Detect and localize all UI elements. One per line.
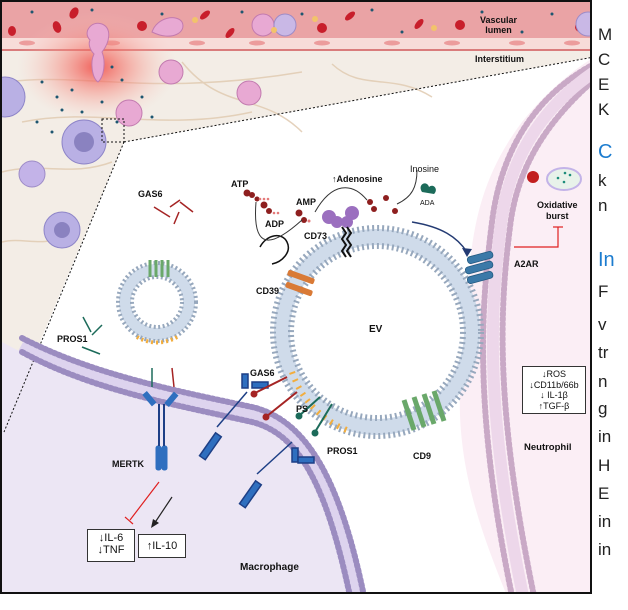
oxidative-burst-label: Oxidative burst — [537, 200, 578, 222]
a2ar-label: A2AR — [514, 259, 539, 269]
effect-cd11b: ↓CD11b/66b — [529, 379, 579, 390]
effect-il6: ↓IL-6 — [98, 532, 124, 544]
side-heading: In — [598, 249, 615, 271]
side-line: F — [598, 282, 609, 301]
effect-tnf: ↓TNF — [97, 544, 125, 556]
neutrophil-effects-box: ↓ROS ↓CD11b/66b ↓ IL-1β ↑TGF-β — [522, 366, 586, 414]
cd73-protein — [322, 206, 359, 258]
side-line: in — [598, 540, 612, 559]
mertk-label: MERTK — [112, 459, 144, 469]
pros1-molecules — [81, 316, 103, 355]
side-line: n — [598, 372, 608, 391]
side-line: g — [598, 399, 608, 418]
side-line: in — [598, 512, 612, 531]
side-line: H — [598, 456, 611, 475]
adp-label: ADP — [265, 219, 285, 229]
cd73-label: CD73 — [304, 231, 328, 241]
oxidative-burst-icon — [527, 167, 582, 191]
effect-il1b: ↓ IL-1β — [540, 390, 568, 400]
nucleotides — [243, 189, 398, 223]
side-heading: C — [598, 141, 613, 163]
phosphates — [258, 197, 311, 223]
side-text-column: M C E K C k n In F v tr n g in H E in in — [598, 0, 628, 610]
mertk-receptor — [142, 391, 179, 471]
neutrophil-label: Neutrophil — [524, 442, 572, 453]
vascular-lumen-label: Vascular lumen — [480, 15, 517, 35]
effect-tgfb: ↑TGF-β — [538, 400, 570, 411]
effect-il10: ↑IL-10 — [146, 540, 178, 552]
adenosine-to-a2ar-arrow — [411, 221, 468, 253]
side-line: C — [598, 50, 611, 69]
ev-gas6 — [250, 376, 298, 421]
oxidative-burst-line2: burst — [546, 211, 569, 221]
pros1-label-left: PROS1 — [57, 334, 88, 344]
macrophage-inhibited-box: ↓IL-6 ↓TNF — [87, 529, 135, 562]
effect-ros: ↓ROS — [541, 369, 566, 379]
side-line: tr — [598, 343, 609, 362]
extracellular-vesicle-small — [116, 260, 198, 345]
lumen-neutrophils — [151, 13, 275, 37]
ada-label: ADA — [420, 200, 435, 207]
side-line: k — [598, 171, 607, 190]
interstitial-macrophages — [2, 76, 107, 249]
graphical-abstract-figure: Vascular lumen Interstitium GAS6 ATP ADP… — [0, 0, 592, 594]
macrophage-membrane — [18, 335, 367, 592]
cd39-label: CD39 — [256, 286, 280, 296]
gas6-label-top: GAS6 — [138, 189, 163, 199]
ev-label: EV — [369, 324, 383, 335]
conversion-arrows — [254, 169, 418, 241]
pros1-label-ev: PROS1 — [327, 446, 358, 456]
inosine-label: Inosine — [410, 164, 440, 174]
cd9-protein — [401, 390, 447, 431]
extracellular-vesicle-large — [270, 225, 484, 439]
ev-pros1 — [295, 396, 333, 437]
cd39-protein — [259, 235, 315, 297]
amp-label: AMP — [296, 197, 316, 207]
mertk-inhibition-line — [129, 481, 160, 521]
side-line: E — [598, 484, 610, 503]
ps-label: PS — [296, 404, 309, 414]
atp-label: ATP — [231, 179, 249, 189]
ada-enzyme — [420, 183, 436, 194]
extracellular-vesicle-dots — [30, 8, 554, 134]
macrophage-label: Macrophage — [240, 562, 299, 573]
vascular-lumen-label-line2: lumen — [485, 25, 512, 35]
macrophage-induced-box: ↑IL-10 — [138, 534, 186, 558]
side-line: K — [598, 100, 610, 119]
gas6-molecules — [153, 199, 194, 225]
neutrophil-membrane — [480, 62, 590, 592]
side-line: v — [598, 315, 607, 334]
mertk-activation-arrow — [153, 496, 173, 525]
a2ar-receptor — [464, 251, 494, 284]
vascular-lumen-label-line1: Vascular — [480, 15, 518, 25]
figure-artwork — [2, 2, 590, 592]
a2ar-inhibition-line — [514, 227, 559, 248]
adenosine-label: ↑Adenosine — [332, 174, 383, 184]
cd9-label: CD9 — [413, 451, 432, 461]
side-line: n — [598, 196, 608, 215]
zoom-region-box — [101, 118, 125, 143]
extravasating-neutrophil — [86, 22, 110, 83]
oxidative-burst-line1: Oxidative — [537, 200, 578, 210]
platelets — [192, 16, 437, 33]
side-line: E — [598, 75, 610, 94]
gas6-label-ev: GAS6 — [250, 368, 275, 378]
interstitium-label: Interstitium — [475, 54, 525, 64]
side-line: M — [598, 25, 613, 44]
side-line: in — [598, 427, 612, 446]
lumen-monocyte — [273, 13, 297, 37]
tam-receptors — [198, 373, 315, 509]
